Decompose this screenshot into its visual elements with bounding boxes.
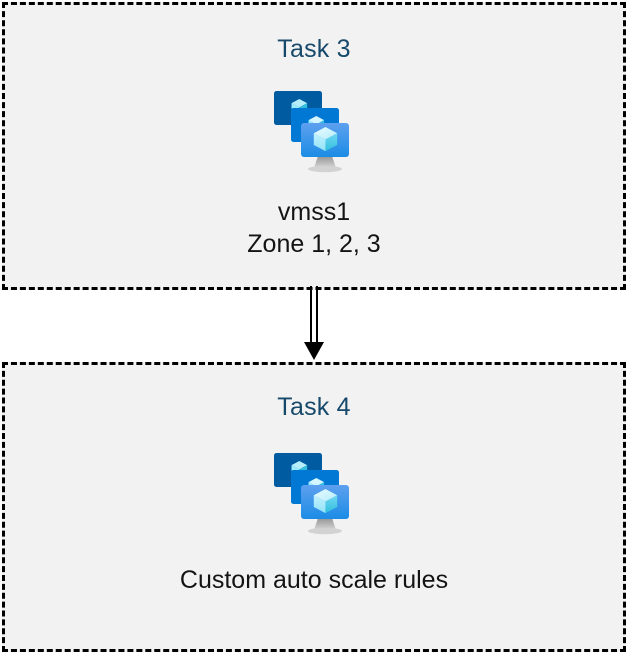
- task-caption-line: Zone 1, 2, 3: [247, 230, 381, 258]
- task-caption-line: vmss1: [277, 198, 351, 226]
- task-title: Task 3: [277, 35, 351, 63]
- task-caption-line: Custom auto scale rules: [179, 566, 449, 594]
- connector-arrow-task3-to-task4: [296, 286, 332, 364]
- task-title: Task 4: [277, 393, 351, 421]
- task-caption-block: Custom auto scale rules: [180, 564, 448, 596]
- vm-scale-set-icon: [264, 84, 364, 180]
- task-box-task4[interactable]: Task 4: [2, 362, 626, 652]
- task-box-task3[interactable]: Task 3: [2, 2, 626, 290]
- vm-scale-set-icon: [264, 446, 364, 542]
- task-caption-block: vmss1 Zone 1, 2, 3: [247, 196, 380, 260]
